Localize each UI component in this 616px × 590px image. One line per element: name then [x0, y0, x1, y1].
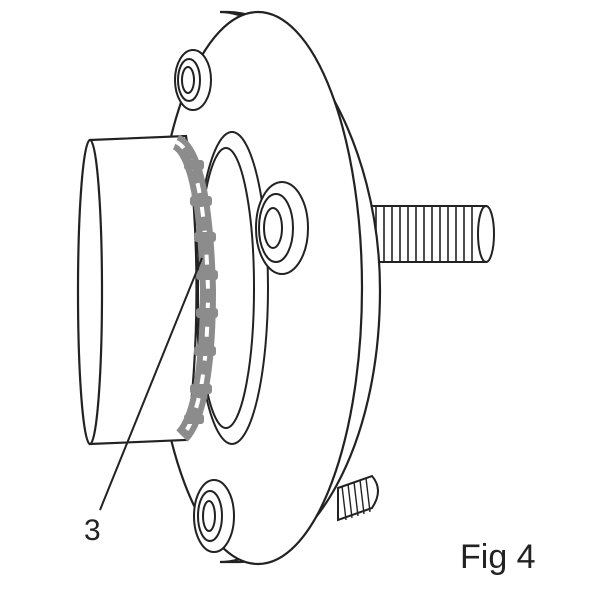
- cylinder-end-face: [76, 138, 104, 446]
- figure-caption: Fig 4: [460, 538, 536, 576]
- weld-band: [171, 134, 218, 442]
- threaded-stud: [367, 205, 495, 263]
- callout-label-3: 3: [84, 514, 101, 547]
- lower-stud: [337, 474, 379, 522]
- bolt-boss-bottom: [193, 479, 235, 553]
- cylinder-shaft: [76, 134, 198, 446]
- callout-leader-line: [99, 257, 203, 511]
- bolt-boss-top: [174, 49, 212, 111]
- bolt-boss-middle: [255, 181, 309, 275]
